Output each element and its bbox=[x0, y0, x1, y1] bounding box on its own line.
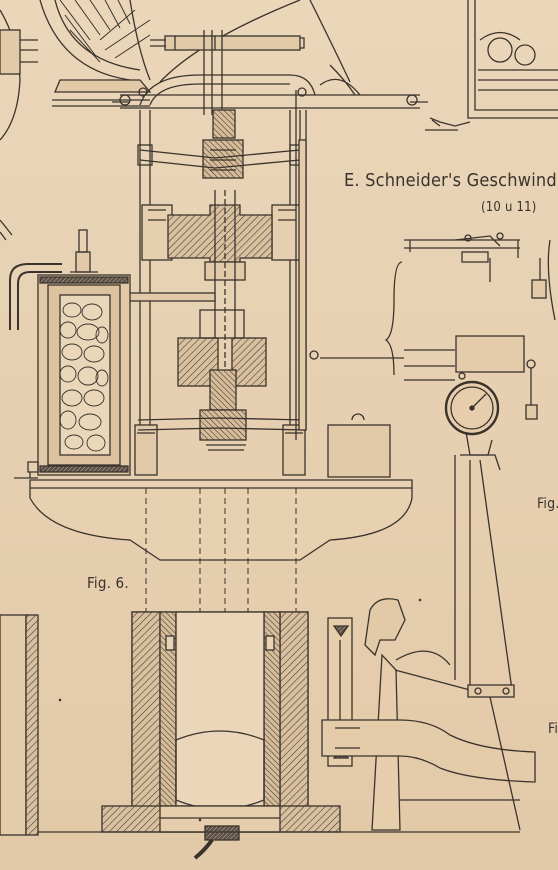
figure-6-label: Fig. 6. bbox=[87, 574, 129, 592]
top-left-wheel bbox=[0, 0, 152, 141]
drawing-subtitle: (10 u 11) bbox=[481, 200, 537, 215]
right-apparatus bbox=[320, 0, 558, 680]
drawing-title: E. Schneider's Geschwindig bbox=[344, 170, 558, 191]
top-frame bbox=[112, 0, 428, 109]
figure-right-label-bottom: Fi bbox=[548, 721, 558, 737]
left-tank bbox=[9, 229, 131, 479]
lower-yoke bbox=[137, 417, 306, 431]
main-table bbox=[29, 413, 413, 840]
upper-arch bbox=[138, 30, 316, 179]
press-block bbox=[141, 190, 303, 451]
left-edge-structure bbox=[0, 219, 39, 836]
figure-right-label-top: Fig. bbox=[537, 496, 558, 512]
lever-mechanism bbox=[321, 459, 536, 831]
paper-marks bbox=[58, 598, 422, 822]
lower-housing bbox=[30, 611, 520, 860]
right-rod bbox=[295, 90, 319, 440]
